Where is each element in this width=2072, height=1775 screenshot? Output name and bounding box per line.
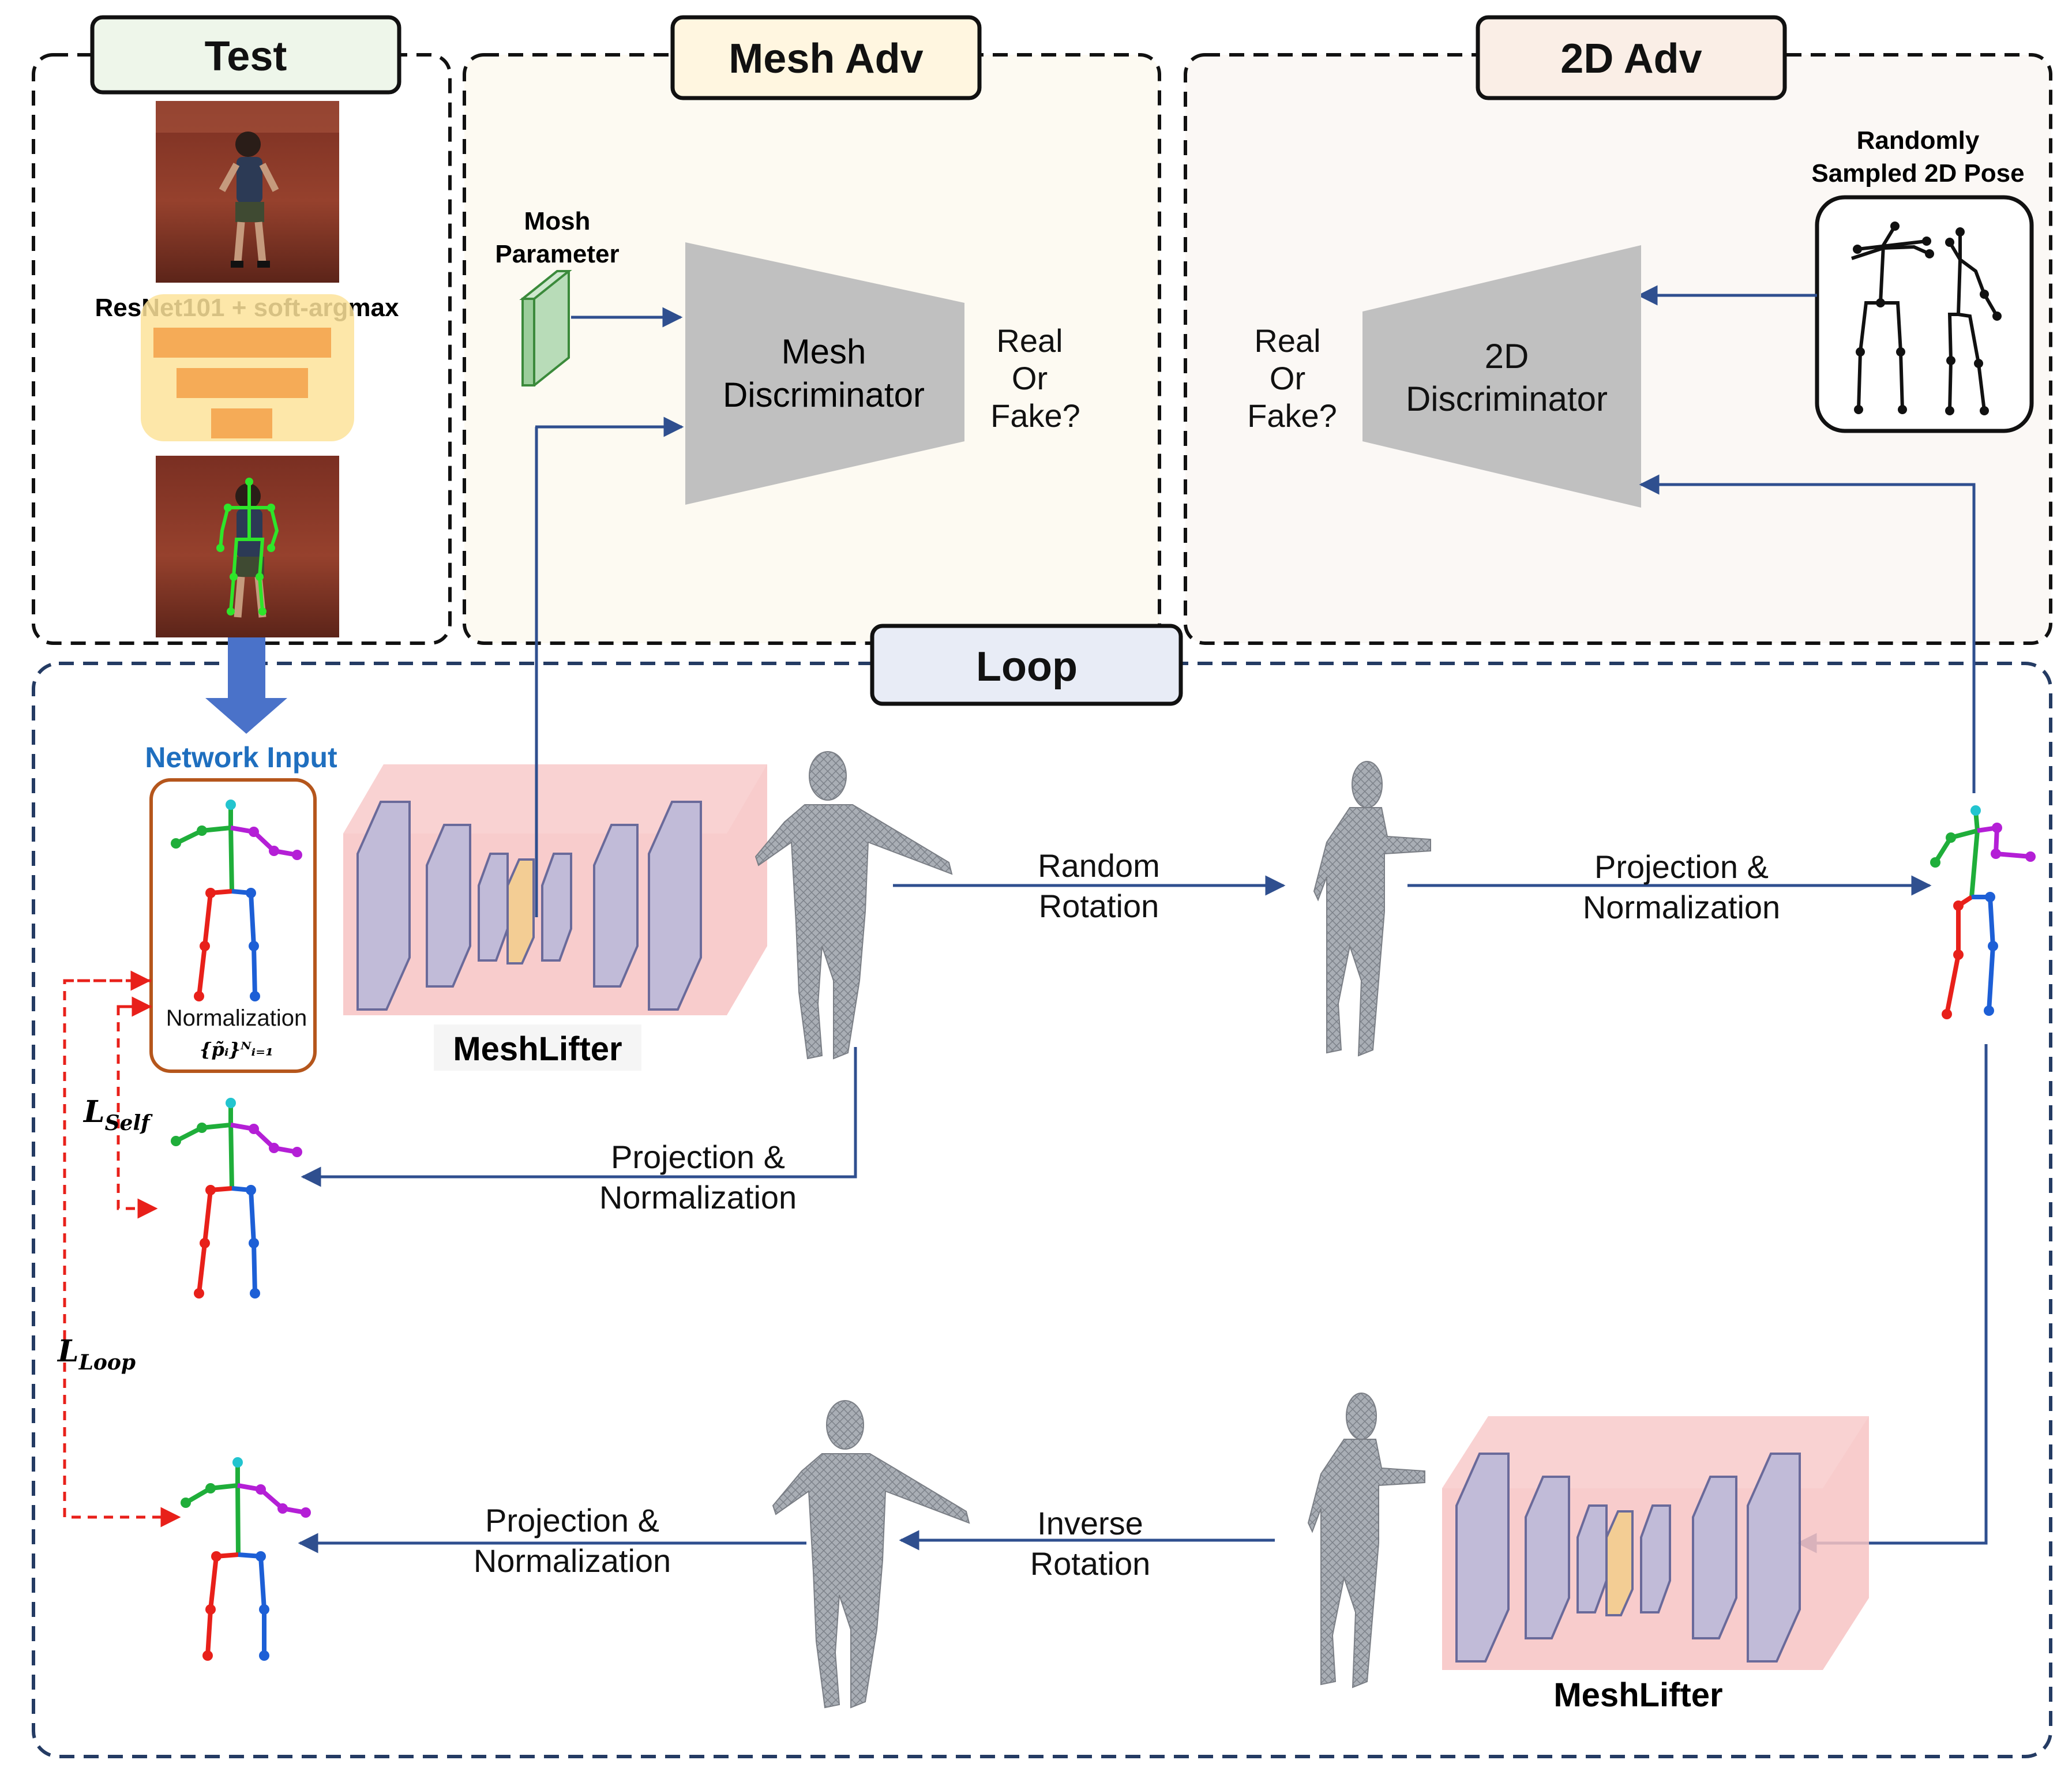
test-title-badge: Test [90, 15, 401, 95]
loop-title-badge: Loop [870, 624, 1183, 706]
mosh-label-line1: Mosh [524, 207, 591, 235]
meshlifter-bottom [1442, 1416, 1869, 1670]
loop-title: Loop [976, 644, 1078, 690]
meshlifter-top-label: MeshLifter [453, 1030, 622, 1068]
mosh-label-line2: Parameter [495, 240, 619, 268]
random-rotation-line1: Random [1038, 847, 1160, 884]
test-to-input-arrow [205, 637, 287, 734]
self-projection-arrow [301, 1047, 857, 1187]
loss-loop-sub: Loop [78, 1350, 136, 1375]
proj-norm-top-line1: Projection & [1594, 849, 1769, 885]
network-input-label: Network Input [145, 741, 337, 774]
mesh-discriminator [685, 242, 964, 505]
skeleton-to-2d-disc-arrow [1639, 474, 1976, 793]
meshlifter-bottom-label: MeshLifter [1553, 1676, 1722, 1714]
mesh-figure-3 [772, 1400, 970, 1709]
loss-loop-main: L [57, 1334, 79, 1369]
meshlifter-top [343, 764, 767, 1015]
input-photo [156, 101, 339, 283]
mesh-discriminator-line1: Mesh [782, 332, 866, 371]
loss-loop-label: LLoop [57, 1334, 136, 1375]
proj-norm-mid-line2: Normalization [599, 1179, 797, 1215]
inverse-rotation-line1: Inverse [1037, 1505, 1143, 1541]
mesh-real-line3: Fake? [990, 397, 1080, 434]
disc-2d-real-line1: Real [1254, 322, 1320, 359]
loss-self-sub: Self [105, 1111, 153, 1135]
test-title: Test [205, 33, 287, 80]
disc-2d-line1: 2D [1485, 337, 1529, 376]
meshlifter-top-label-bg [434, 1025, 641, 1071]
normalization-math: {p̃ᵢ}ᴺᵢ₌₁ [200, 1038, 273, 1060]
input-skeleton [171, 800, 302, 1001]
disc-2d-line2: Discriminator [1406, 380, 1608, 418]
mesh-discriminator-line2: Discriminator [723, 376, 925, 414]
projected-skeleton-right [1930, 805, 2036, 1019]
normalization-label: Normalization [166, 1005, 307, 1031]
sampled-pose-box [1815, 195, 2034, 433]
sampled-pose-line1: Randomly [1857, 126, 1980, 155]
sampled-pose-line2: Sampled 2D Pose [1811, 159, 2024, 187]
inverse-rotation-line2: Rotation [1030, 1545, 1151, 1582]
disc-2d-real-line2: Or [1270, 360, 1305, 396]
self-skeleton [171, 1098, 302, 1299]
adv-2d-title: 2D Adv [1560, 36, 1702, 82]
discriminator-2d [1362, 245, 1641, 508]
mesh-figure-4 [1307, 1393, 1425, 1688]
loss-self-main: L [82, 1094, 105, 1129]
backbone-network-icon [141, 294, 354, 441]
loop-skeleton [181, 1457, 311, 1661]
mesh-adv-title-badge: Mesh Adv [670, 15, 982, 100]
loss-self-label: LSelf [82, 1094, 153, 1135]
pose-estimate-photo [156, 456, 339, 637]
mesh-figure-2 [1313, 761, 1431, 1057]
proj-norm-bottom-line2: Normalization [474, 1543, 671, 1579]
disc-2d-real-line3: Fake? [1247, 397, 1337, 434]
mesh-real-line1: Real [996, 322, 1063, 359]
mesh-adv-title: Mesh Adv [729, 36, 923, 82]
mosh-parameter-block [519, 270, 572, 386]
adv-2d-title-badge: 2D Adv [1476, 15, 1787, 100]
proj-norm-mid-line1: Projection & [611, 1139, 785, 1175]
mesh-real-line2: Or [1012, 360, 1048, 396]
proj-norm-top-line2: Normalization [1583, 889, 1780, 925]
loss-loop-connector [63, 979, 181, 1528]
mesh-figure-1 [755, 751, 953, 1060]
proj-norm-bottom-line1: Projection & [485, 1502, 659, 1538]
random-rotation-line2: Rotation [1039, 888, 1159, 924]
